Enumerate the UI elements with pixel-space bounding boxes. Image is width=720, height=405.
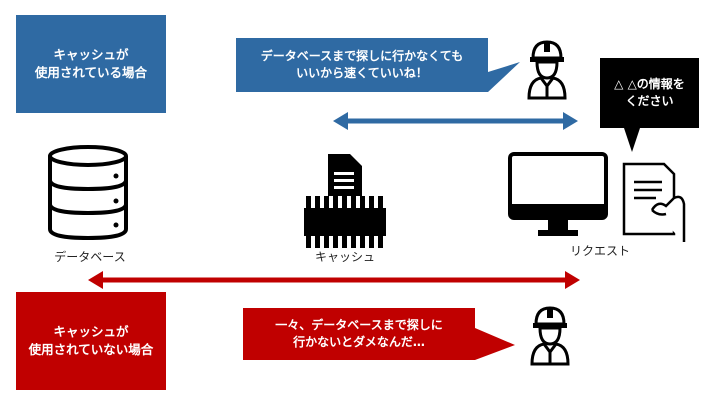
cache-hit-box: キャッシュが 使用されている場合 (16, 15, 166, 113)
cache-miss-label: キャッシュが 使用されていない場合 (28, 323, 154, 357)
request-callout-text: △ △の情報を ください (614, 76, 685, 108)
database-label: データベース (54, 250, 126, 264)
request-label: リクエスト (569, 244, 630, 258)
cache-label: キャッシュ (314, 250, 375, 264)
speech-bubble-slow: 一々、データベースまで探しに 行かないとダメなんだ… (243, 308, 475, 360)
speech-slow-text: 一々、データベースまで探しに 行かないとダメなんだ… (275, 317, 443, 349)
speech-bubble-fast: データベースまで探しに行かなくても いいから速くていいね！ (236, 38, 488, 92)
red-double-arrow (88, 271, 580, 289)
cache-miss-box: キャッシュが 使用されていない場合 (16, 292, 166, 390)
cache-hit-label: キャッシュが 使用されている場合 (34, 46, 148, 80)
speech-fast-text: データベースまで探しに行かなくても いいから速くていいね！ (260, 48, 464, 80)
request-callout: △ △の情報を ください (600, 58, 699, 128)
blue-double-arrow (333, 112, 578, 130)
